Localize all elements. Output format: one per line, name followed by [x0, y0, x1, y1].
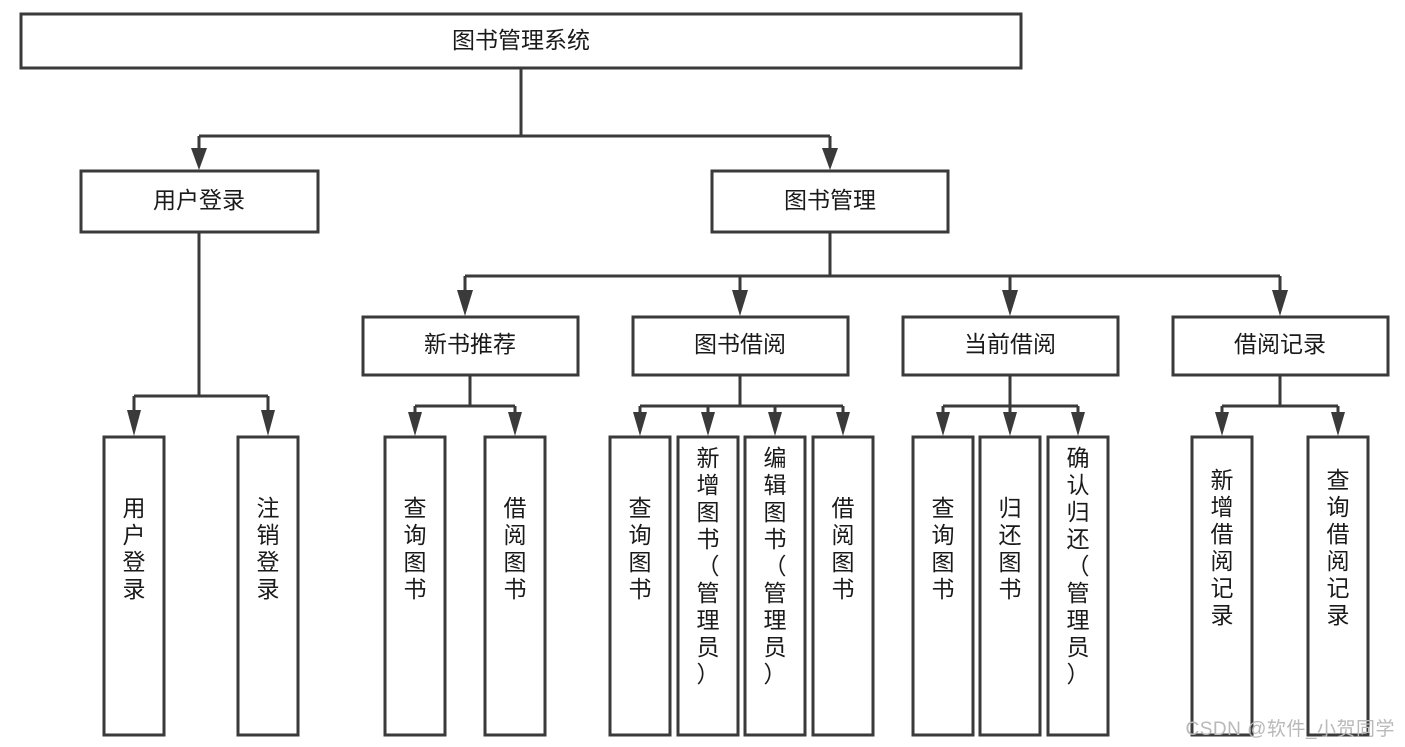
node-leaf-edit-book-box[interactable]: [743, 435, 807, 737]
node-new-book-rec[interactable]: 新书推荐: [361, 315, 580, 377]
arrow-head-book-manage: [822, 148, 838, 170]
arrow-head-leaf-borrow-book-1: [508, 412, 522, 436]
node-leaf-add-record-label: 新增借阅记录: [1211, 467, 1234, 628]
arrow-head-leaf-add-record: [1215, 412, 1229, 436]
node-leaf-edit-book[interactable]: 编辑图书（管理员）: [743, 435, 807, 737]
node-borrow-record-label: 借阅记录: [1234, 331, 1326, 357]
arrow-head-leaf-return-book: [1003, 412, 1017, 436]
node-leaf-borrow-book-1-box[interactable]: [483, 435, 547, 737]
node-user-login-label: 用户登录: [153, 187, 245, 213]
node-leaf-query-book-2[interactable]: 查询图书: [608, 435, 672, 737]
node-leaf-borrow-book-1[interactable]: 借阅图书: [483, 435, 547, 737]
node-leaf-query-book-1-label: 查询图书: [404, 495, 427, 602]
node-book-borrow-label: 图书借阅: [694, 331, 786, 357]
node-current-borrow[interactable]: 当前借阅: [901, 315, 1120, 377]
node-leaf-query-book-3[interactable]: 查询图书: [911, 435, 975, 737]
node-leaf-borrow-book-2[interactable]: 借阅图书: [811, 435, 875, 737]
arrow-head-leaf-user-login: [127, 410, 141, 436]
node-leaf-edit-book-label: 编辑图书（管理员）: [764, 445, 787, 687]
arrow-head-leaf-borrow-book-2: [836, 412, 850, 436]
node-leaf-query-book-2-label: 查询图书: [629, 495, 652, 602]
node-root-label: 图书管理系统: [452, 27, 590, 53]
node-user-login[interactable]: 用户登录: [79, 169, 320, 234]
node-leaf-query-book-3-label: 查询图书: [932, 495, 955, 602]
arrow-head-leaf-query-book-1: [408, 412, 422, 436]
node-leaf-logout-box[interactable]: [236, 435, 300, 737]
node-leaf-query-book-3-box[interactable]: [911, 435, 975, 737]
node-leaf-return-book-label: 归还图书: [999, 495, 1022, 602]
node-borrow-record-box[interactable]: [1171, 315, 1390, 377]
node-current-borrow-box[interactable]: [901, 315, 1120, 377]
node-user-login-box[interactable]: [79, 169, 320, 234]
csdn-watermark: CSDN @软件_小贺同学: [1185, 719, 1395, 740]
arrow-head-leaf-query-book-2: [633, 412, 647, 436]
node-leaf-query-record[interactable]: 查询借阅记录: [1306, 435, 1370, 737]
node-new-book-rec-label: 新书推荐: [424, 331, 516, 357]
node-leaf-logout[interactable]: 注销登录: [236, 435, 300, 737]
node-leaf-add-book-box[interactable]: [676, 435, 740, 737]
node-leaf-add-book-label: 新增图书（管理员）: [697, 445, 720, 687]
arrow-head-new-book-rec: [457, 290, 473, 316]
node-borrow-record[interactable]: 借阅记录: [1171, 315, 1390, 377]
node-leaf-query-book-2-box[interactable]: [608, 435, 672, 737]
arrow-head-leaf-query-book-3: [936, 412, 950, 436]
node-leaf-borrow-book-2-box[interactable]: [811, 435, 875, 737]
arrow-head-current-borrow: [1002, 290, 1018, 316]
node-leaf-confirm-return-label: 确认归还（管理员）: [1067, 445, 1090, 687]
node-leaf-add-record[interactable]: 新增借阅记录: [1190, 435, 1254, 737]
node-current-borrow-label: 当前借阅: [964, 331, 1056, 357]
node-leaf-logout-label: 注销登录: [257, 495, 280, 602]
node-book-manage-label: 图书管理: [784, 187, 876, 213]
connector-layer: [127, 68, 1345, 436]
arrow-head-leaf-confirm-return: [1071, 412, 1085, 436]
arrow-head-user-login: [191, 148, 207, 170]
node-leaf-query-book-1[interactable]: 查询图书: [383, 435, 447, 737]
node-root-box[interactable]: [19, 12, 1023, 70]
node-leaf-query-book-1-box[interactable]: [383, 435, 447, 737]
arrow-head-borrow-record: [1272, 290, 1288, 316]
node-book-manage[interactable]: 图书管理: [710, 169, 950, 234]
arrow-head-leaf-add-book: [701, 412, 715, 436]
node-book-borrow-box[interactable]: [631, 315, 850, 377]
arrow-head-book-borrow: [732, 290, 748, 316]
node-leaf-user-login-box[interactable]: [102, 435, 166, 737]
node-leaf-confirm-return[interactable]: 确认归还（管理员）: [1046, 435, 1110, 737]
arrow-head-leaf-edit-book: [768, 412, 782, 436]
arrow-head-leaf-query-record: [1331, 412, 1345, 436]
arrow-head-leaf-logout: [261, 410, 275, 436]
node-leaf-query-record-box[interactable]: [1306, 435, 1370, 737]
node-leaf-query-record-label: 查询借阅记录: [1327, 467, 1350, 628]
node-leaf-confirm-return-box[interactable]: [1046, 435, 1110, 737]
node-leaf-borrow-book-2-label: 借阅图书: [832, 495, 855, 602]
node-leaf-borrow-book-1-label: 借阅图书: [504, 495, 527, 602]
node-book-borrow[interactable]: 图书借阅: [631, 315, 850, 377]
node-root[interactable]: 图书管理系统: [19, 12, 1023, 70]
node-leaf-add-book[interactable]: 新增图书（管理员）: [676, 435, 740, 737]
node-leaf-return-book[interactable]: 归还图书: [978, 435, 1042, 737]
node-leaf-user-login[interactable]: 用户登录: [102, 435, 166, 737]
node-book-manage-box[interactable]: [710, 169, 950, 234]
node-leaf-add-record-box[interactable]: [1190, 435, 1254, 737]
node-leaf-return-book-box[interactable]: [978, 435, 1042, 737]
node-new-book-rec-box[interactable]: [361, 315, 580, 377]
node-leaf-user-login-label: 用户登录: [123, 495, 146, 602]
